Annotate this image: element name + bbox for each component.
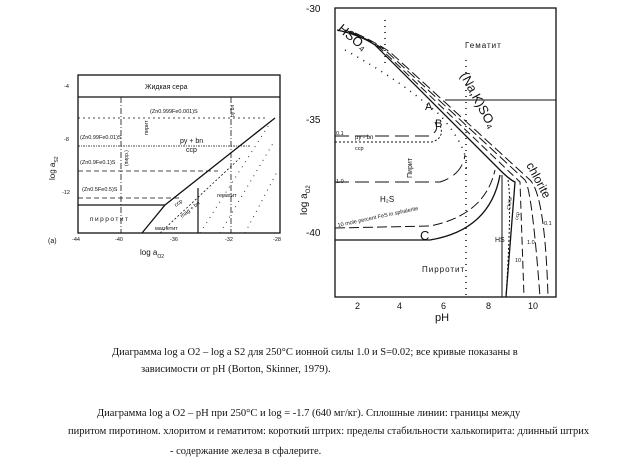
x-tick-5: -28 (273, 237, 281, 243)
pyrite-label: Пирит (407, 157, 414, 178)
panel-label: (a) (48, 238, 57, 245)
curve-label-0.1-left: 0.1 (336, 131, 344, 137)
hematite-label: Гематит (465, 41, 502, 50)
sphalerite-label-3: (Zn0.9Fe0.1)S (80, 160, 116, 166)
y-tick-30: -30 (306, 4, 321, 15)
x-tick-8: 8 (486, 301, 491, 311)
po-label: (пирр.) (124, 150, 130, 166)
hso4-label: HSO₄ (335, 21, 370, 54)
y-tick-2: -8 (64, 137, 69, 143)
ccp-label: ccp (186, 147, 197, 154)
pyrrhotite-label: Пирротит (422, 265, 465, 274)
sphalerite-label-4: (Zn0.5Fe0.5)S (82, 187, 118, 193)
curve-label-0.1-right: 0.1 (544, 221, 552, 227)
sphalerite-label-1: (Zn0.999Fe0.001)S (150, 109, 198, 115)
y-axis-label: log aO2 (300, 185, 312, 215)
y-tick-35: -35 (306, 115, 321, 126)
x-tick-2: -40 (115, 237, 123, 243)
x-tick-3: -36 (170, 237, 178, 243)
caption-1-line-2: зависимости от pH (Borton, Skinner, 1979… (141, 364, 331, 375)
fes-sphalerite-label: 10 mole percent FeS in sphalerite (337, 206, 419, 229)
curve-label-10: 10 (515, 258, 521, 264)
caption-2-line-2: пиритом пиротином. хлоритом и гематитом:… (68, 426, 590, 437)
magnetite-label: магнетит (155, 226, 178, 232)
x-tick-4: -32 (225, 237, 233, 243)
y-tick-1: -4 (64, 84, 69, 90)
hs-label: HS (495, 237, 505, 244)
h2s-label: H₂S (380, 195, 394, 204)
point-b-label: B (435, 118, 442, 130)
sphalerite-label-2: (Zn0.99Fe0.01)S (80, 135, 122, 141)
curve-label-1.0-right: 1.0 (527, 240, 535, 246)
ccp-vertical-label: ccp (514, 211, 521, 220)
ccp-label: ccp (355, 146, 364, 152)
bn-label: py bn (230, 105, 236, 117)
curve-label-1.0-left: 1.0 (336, 179, 344, 185)
y-axis-label: log aS2 (48, 156, 60, 180)
x-tick-10: 10 (528, 301, 538, 311)
x-axis-label: pH (435, 312, 449, 324)
point-a-label: A (425, 101, 433, 113)
pyrite-label: пирит (144, 120, 150, 135)
ccp-label-2: ccp (174, 199, 184, 209)
chl-label: Chl/fe (506, 196, 514, 210)
y-tick-3: -12 (62, 190, 70, 196)
py-bn-label: py - bn (355, 135, 373, 141)
caption-2-line-1: Диаграмма log a O2 – pH при 250°C и log … (97, 408, 521, 419)
log-aO2-pH-diagram: Гематит HSO₄ (Na,K)SO₄ chlorite A B C py… (300, 4, 557, 324)
x-tick-2: 2 (355, 301, 360, 311)
point-c-label: C (420, 228, 429, 243)
x-axis-label: log aO2 (140, 248, 164, 260)
chlorite-label: chlorite (523, 160, 554, 201)
log-aO2-log-aS2-diagram: Жидкая сера (Zn0.999Fe0.001)S (Zn0.99Fe0… (48, 74, 281, 260)
hematite-label: гематит (217, 193, 237, 199)
caption-2-line-3: - содержание железа в сфалерите. (170, 446, 322, 457)
x-tick-1: -44 (72, 237, 80, 243)
x-tick-6: 6 (441, 301, 446, 311)
y-tick-40: -40 (306, 228, 321, 239)
x-tick-4: 4 (397, 301, 402, 311)
caption-1-line-1: Диаграмма log a O2 – log a S2 для 250°C … (112, 347, 518, 358)
pyrrhotite-label: пирротит (90, 216, 129, 223)
py-bn-label: py + bn (180, 138, 203, 145)
liquid-sulfur-label: Жидкая сера (145, 84, 188, 91)
